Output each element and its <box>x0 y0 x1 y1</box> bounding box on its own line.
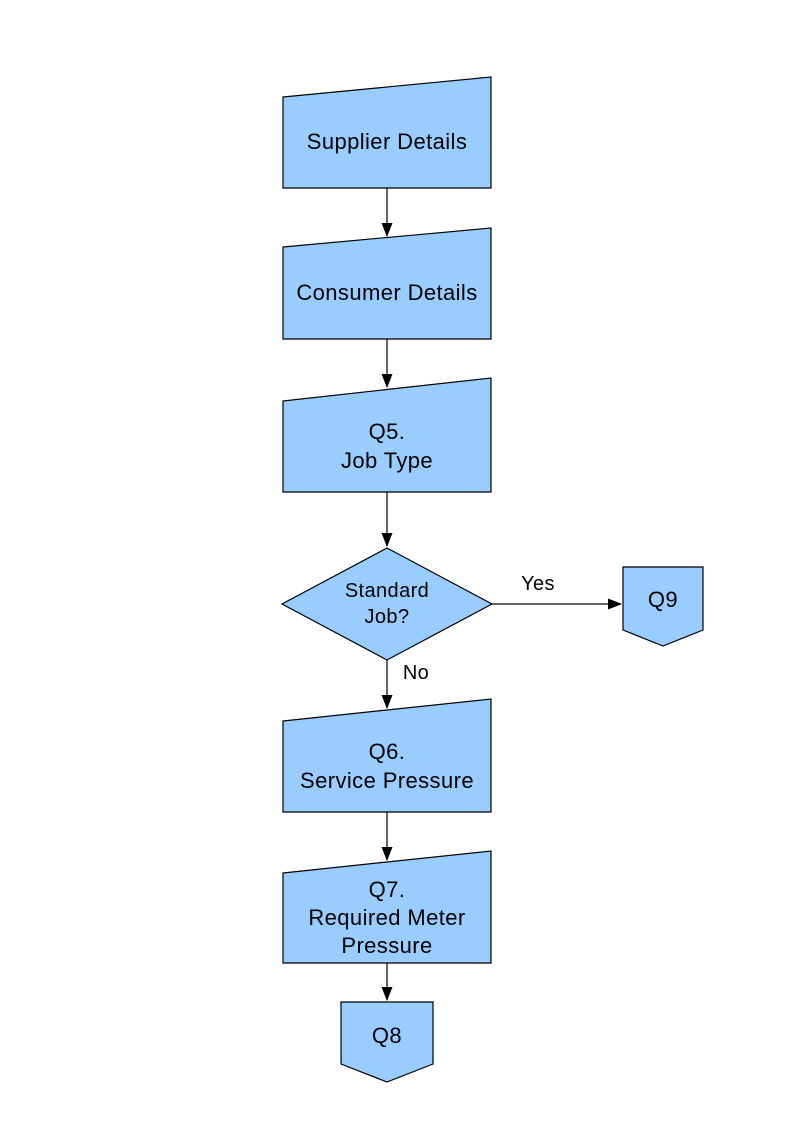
node-q7-required-meter-pressure-shape <box>282 850 492 964</box>
connector-q8-shape <box>340 1001 434 1083</box>
node-q5-job-type-shape <box>282 377 492 493</box>
node-supplier-details-shape <box>282 76 492 189</box>
node-consumer-details-shape <box>282 227 492 340</box>
decision-standard-job-shape <box>280 547 494 661</box>
connector-q9-shape <box>622 566 704 647</box>
node-q6-service-pressure-shape <box>282 698 492 813</box>
